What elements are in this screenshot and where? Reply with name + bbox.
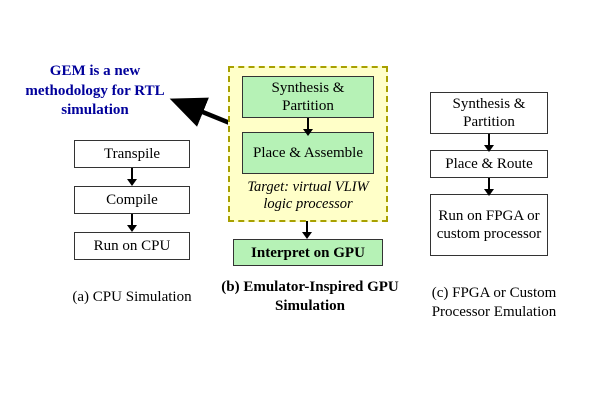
gem-annotation-text: GEM is a new methodology for RTL simulat… bbox=[25, 63, 165, 118]
place-route-box: Place & Route bbox=[430, 150, 548, 178]
caption-cpu-simulation: (a) CPU Simulation bbox=[72, 289, 192, 305]
caption-fpga-emulation: (c) FPGA or Custom Processor Emulation bbox=[431, 285, 557, 320]
transpile-box: Transpile bbox=[74, 140, 190, 168]
vliw-target-panel: Synthesis & Partition Place & Assemble T… bbox=[228, 66, 388, 222]
arrow-down-icon bbox=[298, 221, 316, 239]
arrow-down-icon bbox=[70, 214, 194, 232]
synthesis-partition-box-gpu: Synthesis & Partition bbox=[242, 76, 374, 118]
interpret-on-gpu-box: Interpret on GPU bbox=[233, 239, 383, 266]
cpu-simulation-column: Transpile Compile Run on CPU bbox=[70, 140, 194, 260]
arrow-down-icon bbox=[428, 178, 550, 194]
synthesis-partition-box-fpga: Synthesis & Partition bbox=[430, 92, 548, 134]
compile-box: Compile bbox=[74, 186, 190, 214]
run-on-fpga-box: Run on FPGA or custom processor bbox=[430, 194, 548, 256]
vliw-target-note: Target: virtual VLIW logic processor bbox=[247, 179, 369, 213]
arrow-down-icon bbox=[240, 118, 376, 132]
run-on-cpu-box: Run on CPU bbox=[74, 232, 190, 260]
arrow-down-icon bbox=[428, 134, 550, 150]
fpga-emulation-column: Synthesis & Partition Place & Route Run … bbox=[428, 92, 550, 256]
caption-gpu-simulation: (b) Emulator-Inspired GPU Simulation bbox=[221, 279, 399, 314]
arrow-down-icon bbox=[70, 168, 194, 186]
place-assemble-box: Place & Assemble bbox=[242, 132, 374, 174]
